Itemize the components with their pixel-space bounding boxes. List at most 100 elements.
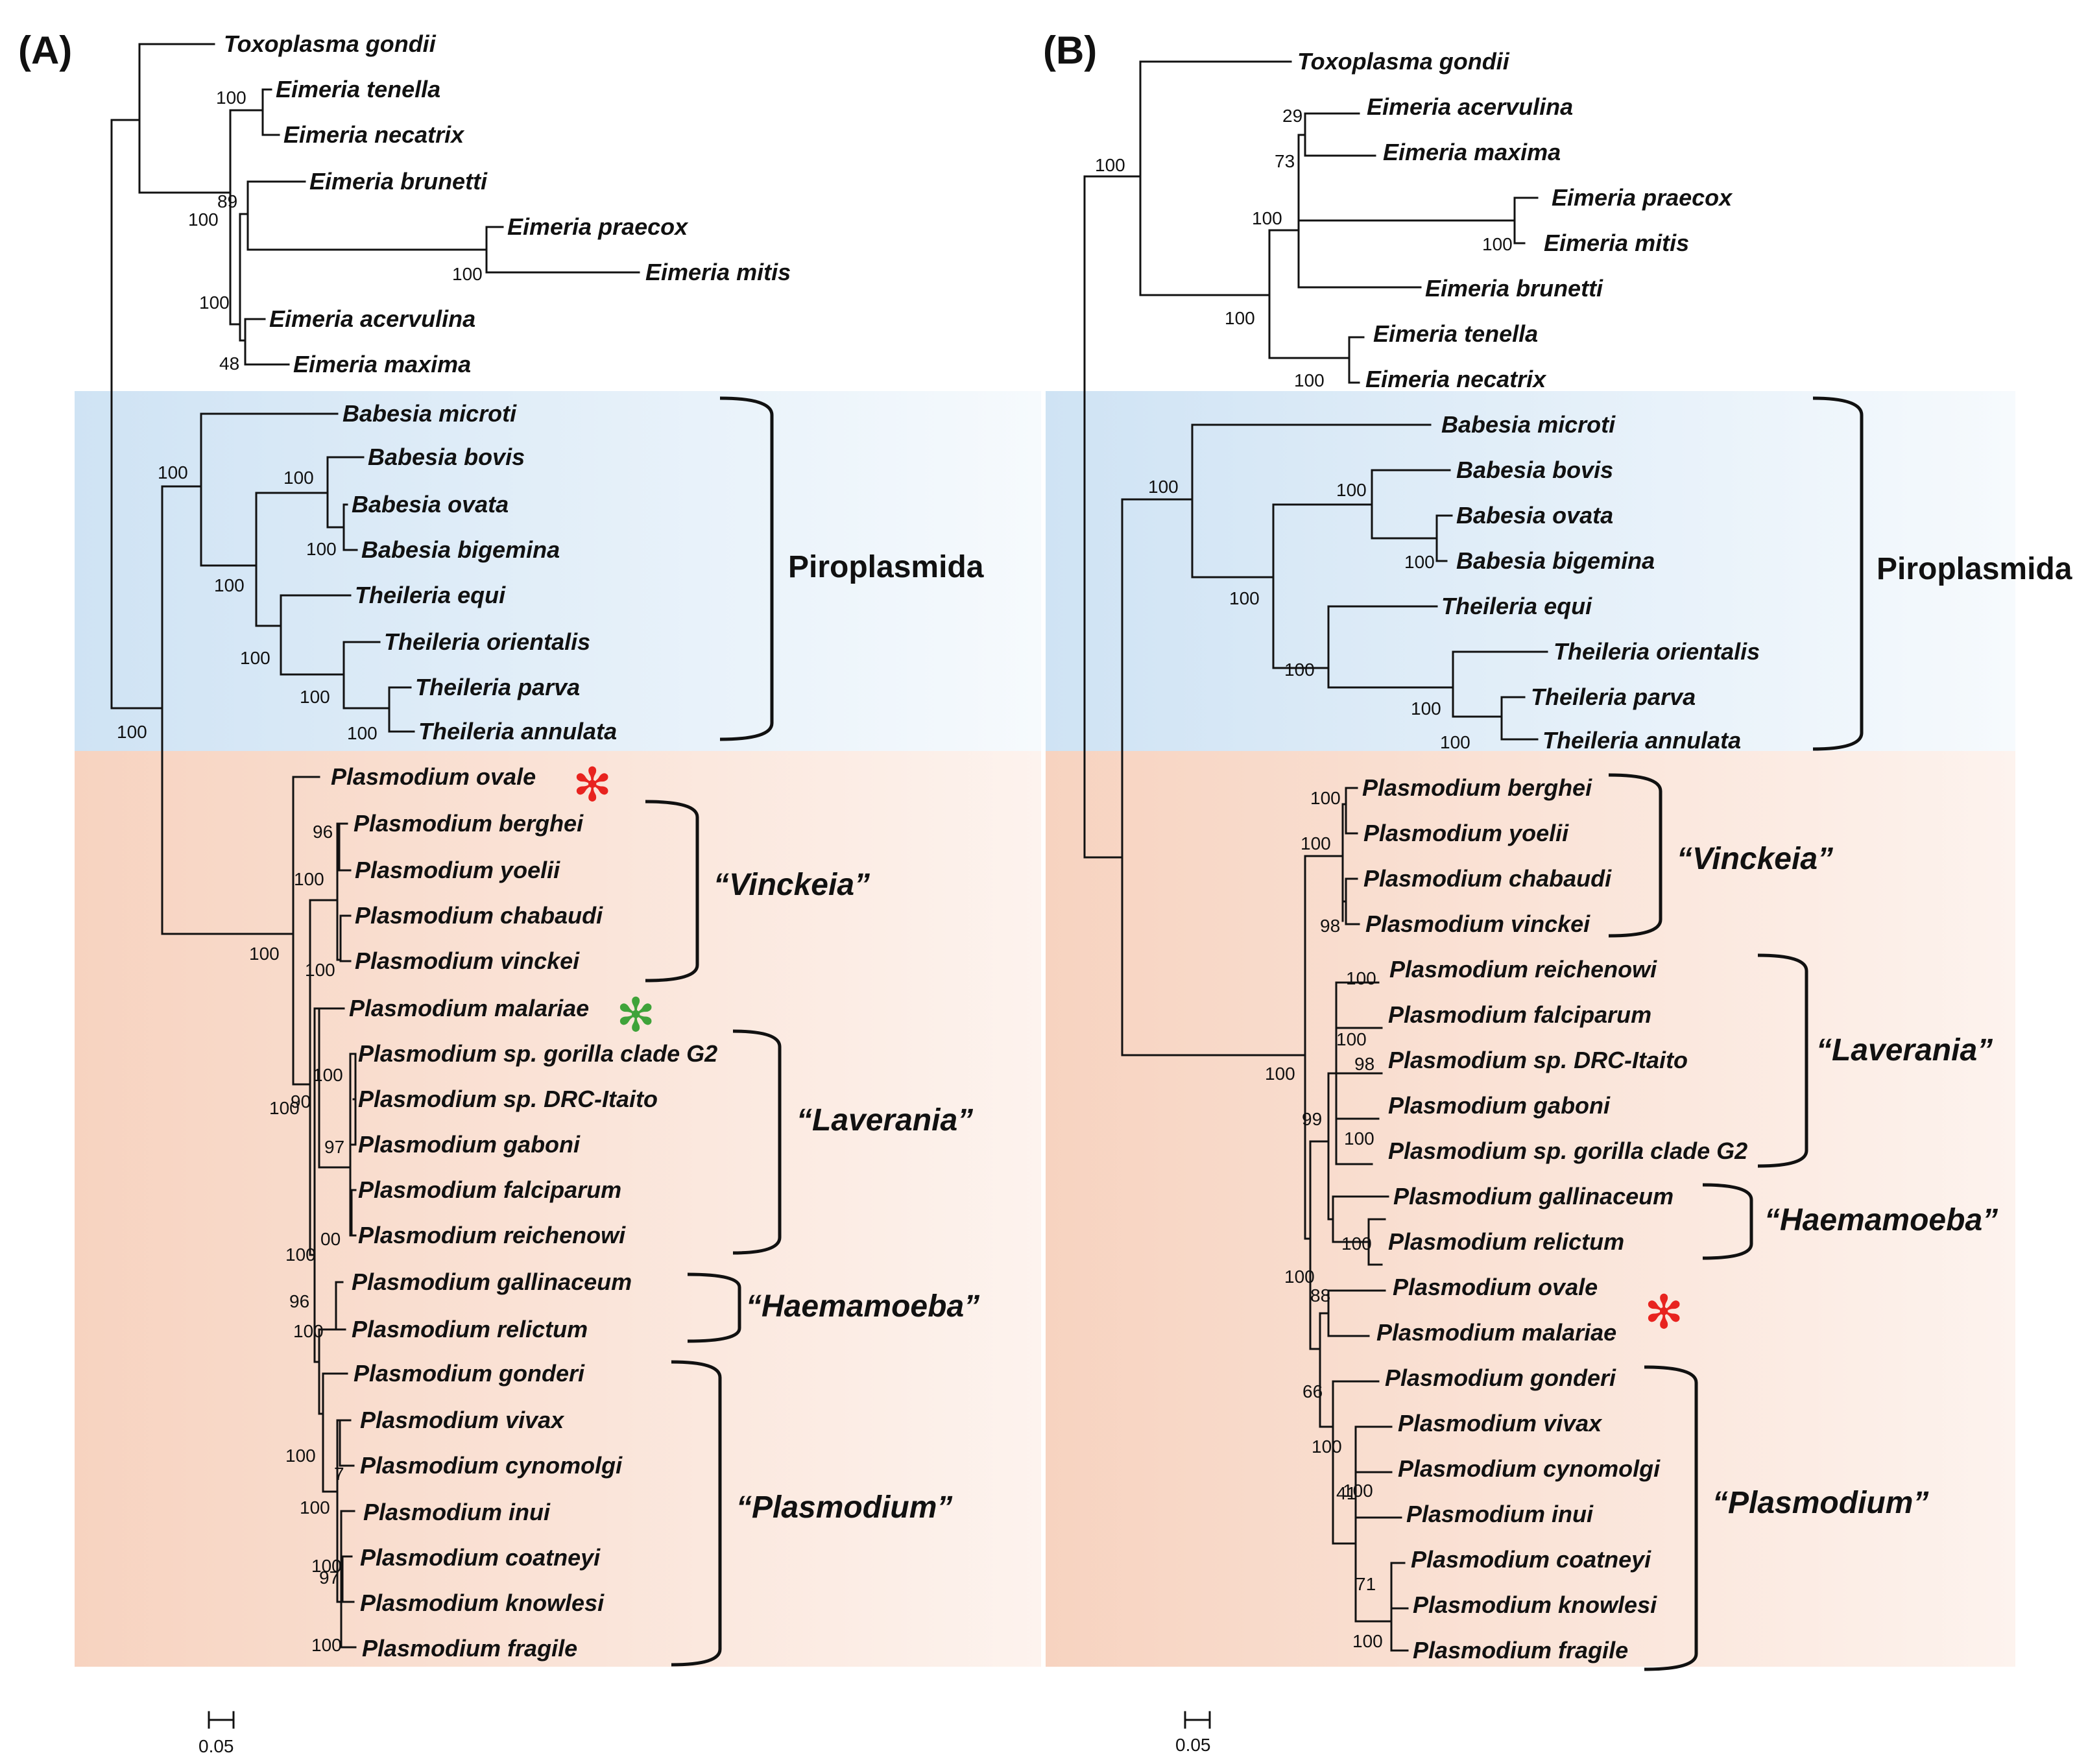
- taxon-label: Babesia bigemina: [1456, 547, 1655, 574]
- bootstrap-value: 100: [1411, 698, 1441, 719]
- taxon-label: Eimeria tenella: [1373, 320, 1538, 347]
- bootstrap-value: 00: [320, 1229, 341, 1249]
- bootstrap-value: 29: [1282, 106, 1302, 126]
- bootstrap-value: 100: [285, 1245, 316, 1265]
- taxon-label: Plasmodium fragile: [362, 1635, 577, 1662]
- taxon-label: Plasmodium ovale: [1393, 1274, 1598, 1300]
- taxon-label: Eimeria brunetti: [1425, 275, 1603, 302]
- taxon-label: Plasmodium berghei: [354, 810, 584, 837]
- taxon-label: Theileria orientalis: [1554, 638, 1760, 665]
- bootstrap-value: 100: [269, 1098, 300, 1118]
- taxon-label: Toxoplasma gondii: [1297, 48, 1510, 75]
- bootstrap-value: 100: [1095, 155, 1125, 175]
- bootstrap-value: 100: [1284, 660, 1315, 680]
- clade-label-plasmodium-a: “Plasmodium”: [736, 1490, 952, 1525]
- taxon-label: Toxoplasma gondii: [224, 30, 437, 57]
- taxon-label: Theileria parva: [415, 674, 580, 700]
- band-piroplasmida-b: [1046, 391, 2015, 751]
- taxon-label: Eimeria maxima: [1383, 139, 1561, 165]
- scale-label-b: 0.05: [1175, 1735, 1211, 1755]
- taxon-label: Babesia ovata: [352, 491, 509, 518]
- red-asterisk-icon: ✻: [573, 757, 612, 812]
- bootstrap-value: 100: [452, 264, 483, 284]
- taxon-label: Plasmodium coatneyi: [1411, 1546, 1651, 1573]
- clade-label-haemamoeba-b: “Haemamoeba”: [1764, 1203, 1998, 1237]
- bracket-laverania-a: [732, 1029, 782, 1255]
- taxon-label: Eimeria praecox: [1552, 184, 1733, 211]
- bootstrap-value: 100: [285, 1446, 316, 1466]
- bootstrap-value: 100: [313, 1065, 343, 1085]
- taxon-label: Babesia bovis: [368, 444, 525, 470]
- panel-label-a: (A): [18, 29, 72, 72]
- taxon-label: Plasmodium sp. gorilla clade G2: [358, 1040, 717, 1067]
- taxon-label: Plasmodium chabaudi: [1363, 865, 1612, 892]
- bootstrap-value: 100: [1482, 234, 1513, 254]
- bootstrap-value: 100: [1265, 1064, 1295, 1084]
- bootstrap-value: 100: [305, 960, 335, 980]
- bootstrap-value: 100: [1343, 1481, 1373, 1501]
- bootstrap-value: 99: [1302, 1109, 1322, 1129]
- bootstrap-value: 89: [217, 191, 237, 211]
- taxon-label: Babesia microti: [1441, 411, 1616, 438]
- bootstrap-value: 100: [1301, 833, 1331, 853]
- clade-brackets-b: [1608, 396, 1864, 1671]
- taxon-label: Plasmodium gaboni: [358, 1131, 581, 1158]
- taxon-label: Plasmodium relictum: [352, 1316, 588, 1342]
- taxon-label: Plasmodium inui: [363, 1499, 551, 1525]
- bootstrap-value: 100: [311, 1635, 342, 1655]
- clade-label-vinckeia-b: “Vinckeia”: [1677, 842, 1833, 876]
- taxon-label: Plasmodium coatneyi: [360, 1544, 601, 1571]
- taxon-label: Eimeria acervulina: [269, 305, 475, 332]
- taxon-label: Babesia ovata: [1456, 502, 1613, 529]
- bootstrap-value: 90: [291, 1091, 311, 1112]
- bootstrap-value: 100: [1148, 477, 1179, 497]
- scale-bar-b: [1184, 1711, 1211, 1729]
- taxon-label: Plasmodium vinckei: [1365, 911, 1590, 937]
- bracket-piroplasmida-b: [1812, 396, 1864, 751]
- taxon-label: Plasmodium gonderi: [1385, 1365, 1616, 1391]
- taxon-label: Plasmodium vinckei: [355, 948, 580, 974]
- taxon-label: Eimeria mitis: [1544, 230, 1689, 256]
- bootstrap-value: 100: [294, 869, 324, 889]
- bootstrap-value: 97: [319, 1567, 339, 1588]
- taxon-label: Plasmodium sp. DRC-Itaito: [1388, 1047, 1688, 1073]
- taxon-label: Eimeria mitis: [645, 259, 791, 285]
- green-asterisk-icon: ✻: [616, 988, 655, 1042]
- taxon-label: Plasmodium gaboni: [1388, 1092, 1611, 1119]
- taxon-label: Plasmodium falciparum: [1388, 1001, 1651, 1028]
- taxon-label: Eimeria necatrix: [283, 121, 465, 148]
- taxon-label: Plasmodium sp. DRC-Itaito: [358, 1086, 658, 1112]
- taxon-label: Plasmodium reichenowi: [1389, 956, 1657, 983]
- bootstrap-value: 100: [283, 468, 314, 488]
- taxon-label: Plasmodium inui: [1406, 1501, 1594, 1527]
- bootstrap-value: 100: [1440, 732, 1470, 752]
- taxa-labels-a: Toxoplasma gondii Eimeria tenella Eimeri…: [224, 30, 791, 1662]
- clade-label-piroplasmida-b: Piroplasmida: [1877, 552, 2072, 586]
- bracket-vinckeia-a: [645, 800, 699, 983]
- taxon-label: Plasmodium gallinaceum: [1393, 1183, 1674, 1210]
- taxon-label: Plasmodium cynomolgi: [1398, 1455, 1661, 1482]
- bootstrap-value: 100: [300, 1497, 330, 1518]
- bootstrap-value: 100: [117, 722, 147, 742]
- bootstrap-value: 100: [1252, 208, 1282, 228]
- bootstrap-value: 100: [158, 462, 188, 483]
- taxon-label: Plasmodium relictum: [1388, 1228, 1624, 1255]
- bootstrap-values-b: 100 29 73 100 100 100 100 100 100 100 10…: [1095, 106, 1513, 1651]
- taxon-label: Plasmodium malariae: [1376, 1319, 1616, 1346]
- taxon-label: Theileria equi: [355, 582, 506, 608]
- bootstrap-value: 100: [249, 944, 280, 964]
- taxon-label: Plasmodium sp. gorilla clade G2: [1388, 1138, 1747, 1164]
- taxon-label: Plasmodium knowlesi: [360, 1590, 605, 1616]
- bootstrap-value: 100: [1346, 968, 1376, 988]
- bracket-plasmodium-b: [1644, 1365, 1698, 1671]
- clade-label-plasmodium-b: “Plasmodium”: [1712, 1486, 1928, 1520]
- bootstrap-value: 100: [293, 1321, 324, 1341]
- taxon-label: Babesia bovis: [1456, 457, 1613, 483]
- taxon-label: Theileria annulata: [1542, 727, 1741, 754]
- scale-label-a: 0.05: [198, 1736, 234, 1756]
- bootstrap-value: 100: [1229, 588, 1260, 608]
- taxon-label: Eimeria tenella: [276, 76, 440, 102]
- bracket-laverania-b: [1757, 953, 1808, 1168]
- taxon-label: Babesia microti: [342, 400, 517, 427]
- bootstrap-value: 100: [347, 723, 378, 743]
